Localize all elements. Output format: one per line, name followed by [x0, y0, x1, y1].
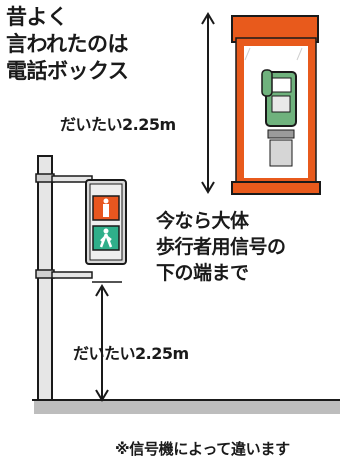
pedestrian-signal-icon — [85, 179, 127, 283]
booth-height-arrow — [201, 12, 215, 194]
middle-caption: 今なら大体 歩行者用信号の 下の端まで — [156, 210, 286, 284]
booth-height-label: だいたい2.25m — [60, 115, 176, 134]
top-caption: 昔よく 言われたのは 電話ボックス — [6, 5, 129, 83]
signal-pole — [35, 155, 93, 401]
stop-figure-icon — [92, 195, 120, 221]
phone-booth-icon — [231, 15, 321, 195]
public-phone-icon — [261, 69, 297, 167]
walking-figure-icon — [92, 225, 120, 251]
signal-clearance-label: だいたい2.25m — [73, 344, 189, 363]
signal-clearance-arrow — [95, 284, 109, 402]
footnote: ※信号機によって違います — [115, 440, 290, 458]
ground — [34, 400, 340, 414]
